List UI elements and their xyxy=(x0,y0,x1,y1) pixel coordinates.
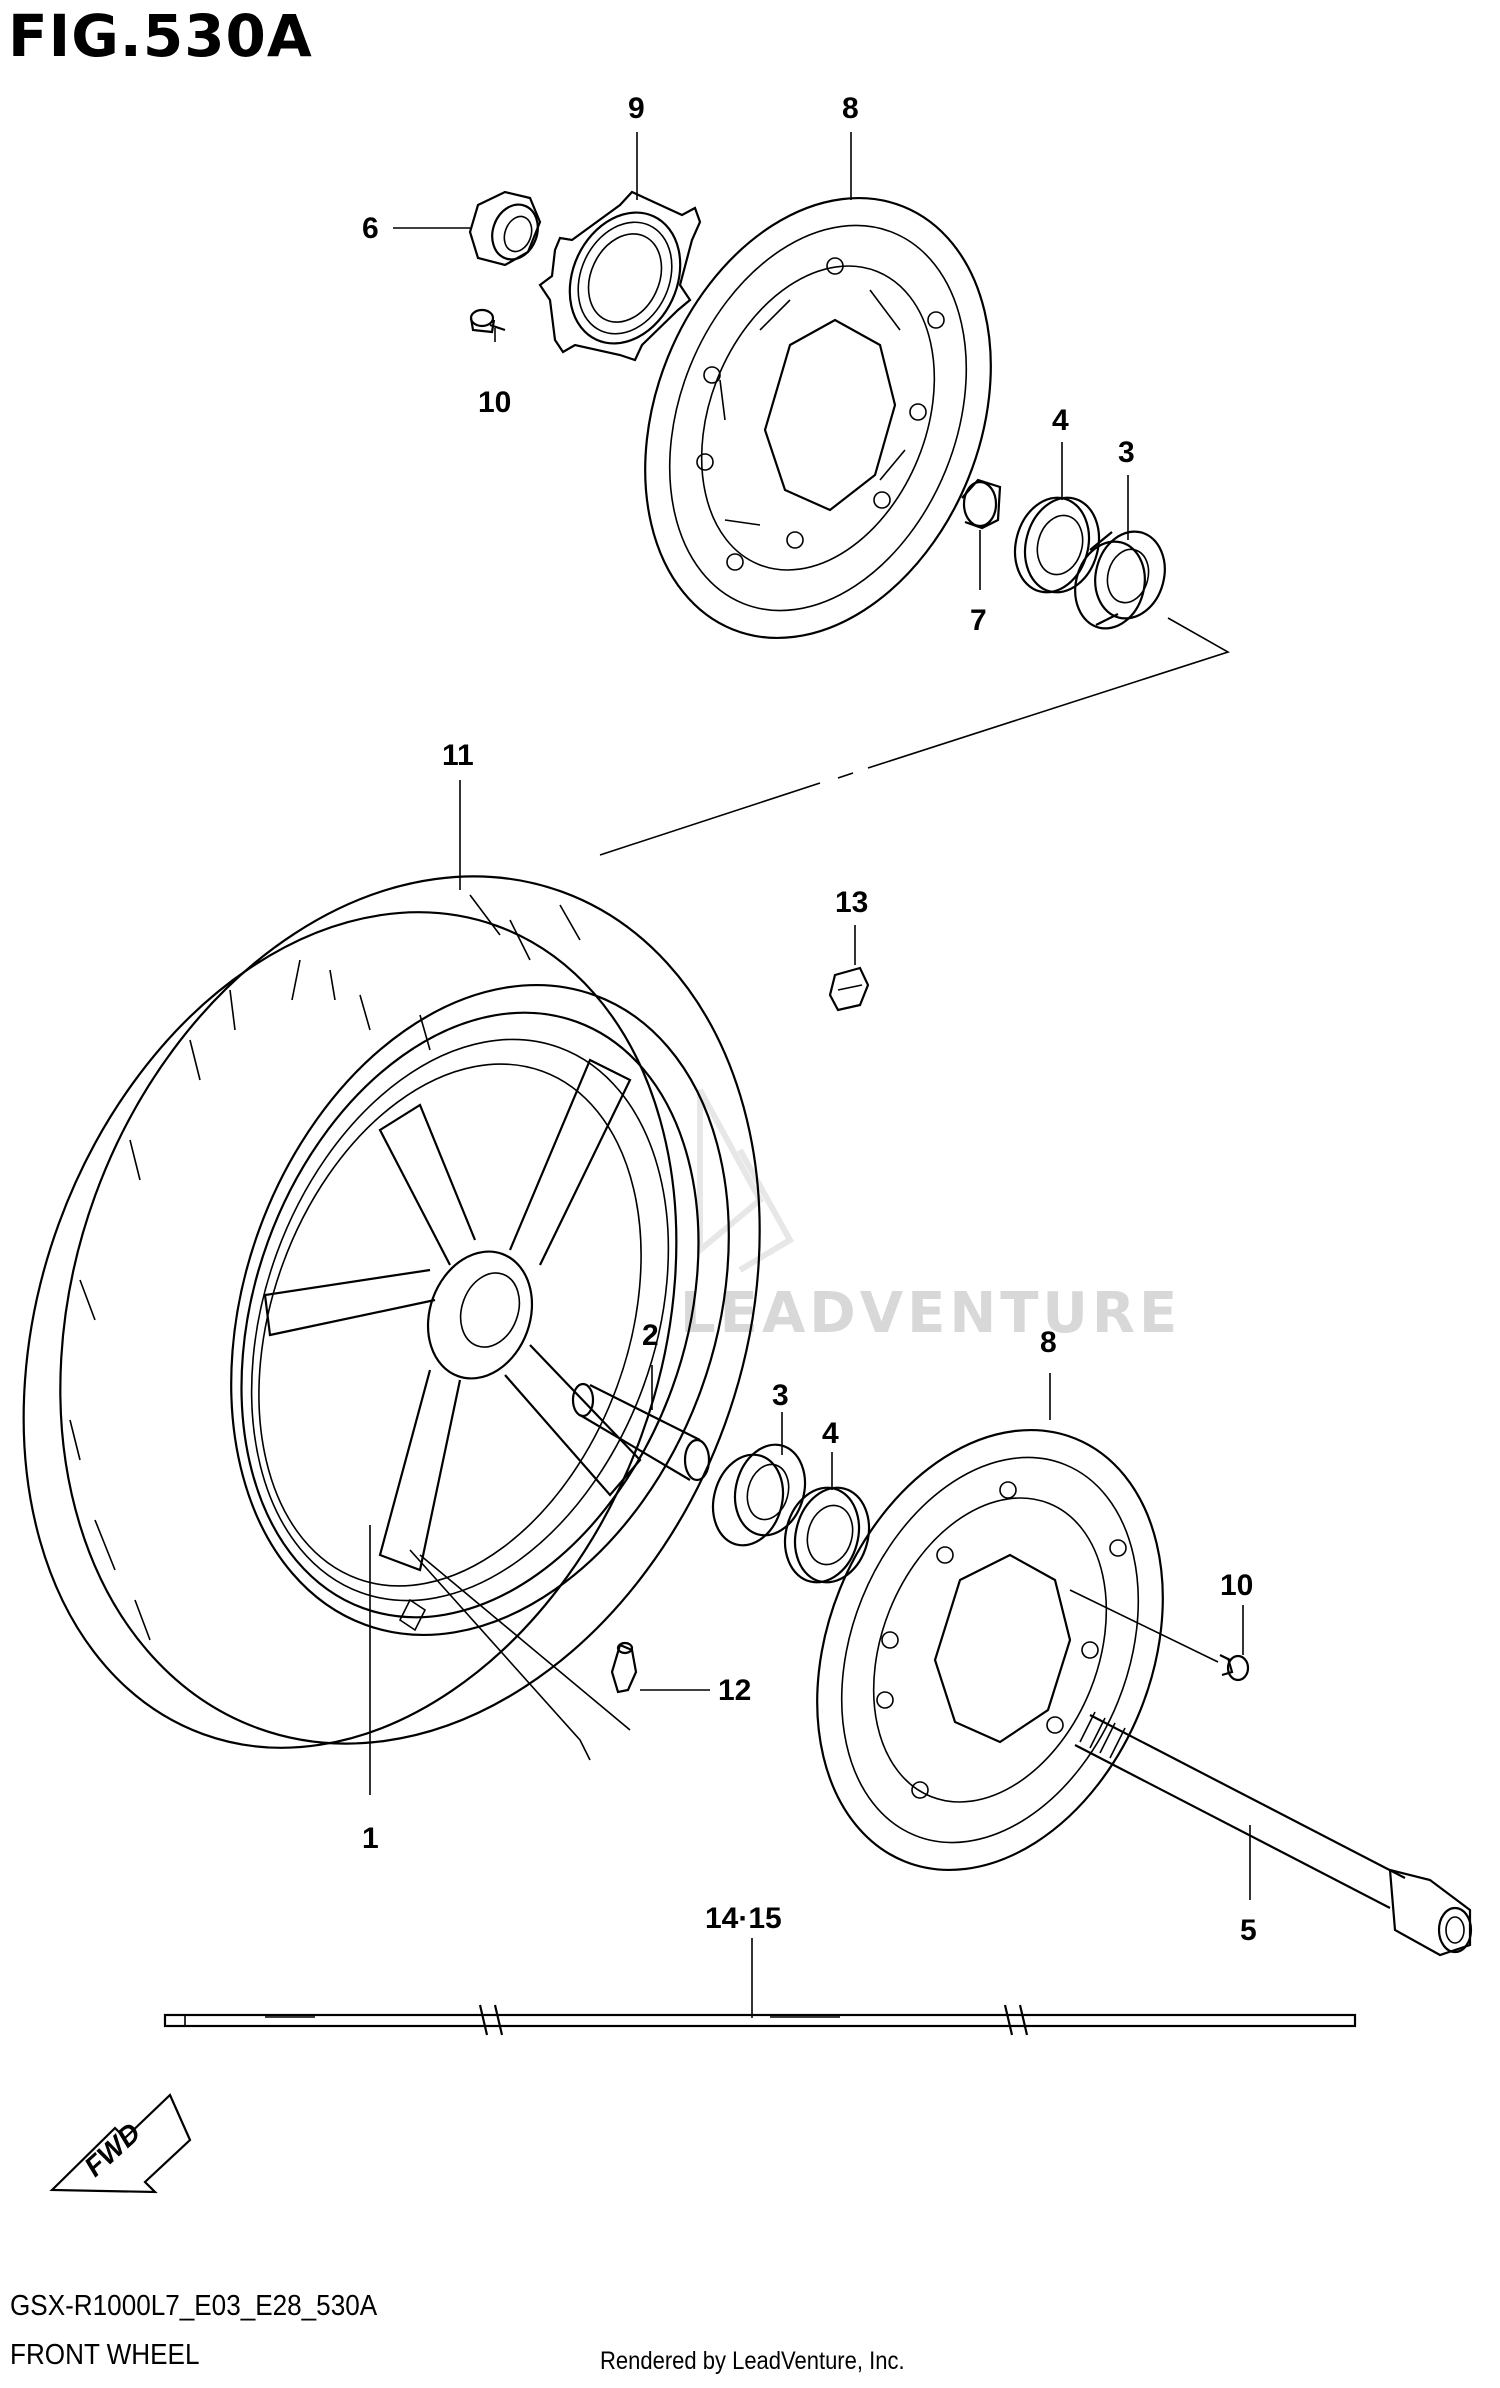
callout-4-lower: 4 xyxy=(822,1417,839,1450)
watermark-text: LEADVENTURE xyxy=(680,1281,1181,1346)
part-13-balance-weight xyxy=(828,966,870,1012)
part-6-collar xyxy=(468,190,542,267)
callout-10-lower: 10 xyxy=(1220,1569,1253,1602)
part-2-spacer xyxy=(571,1382,711,1482)
fwd-arrow-icon: FWD xyxy=(49,2093,192,2194)
callout-5: 5 xyxy=(1240,1914,1257,1947)
part-1-rim xyxy=(230,984,730,1636)
callout-11: 11 xyxy=(442,739,474,772)
part-14-15-band xyxy=(163,2004,1357,2036)
callout-8-lower: 8 xyxy=(1040,1326,1057,1359)
part-11-tire xyxy=(22,875,761,1749)
callout-2: 2 xyxy=(642,1319,659,1352)
part-4-seal-lower xyxy=(783,1486,871,1584)
part-5-axle xyxy=(1074,1711,1473,1957)
callout-6: 6 xyxy=(362,212,379,245)
watermark-logo xyxy=(697,1088,795,1273)
callout-7: 7 xyxy=(970,604,987,637)
part-12-valve xyxy=(610,1641,638,1694)
part-9-sensor-ring xyxy=(538,190,702,362)
leader-lines xyxy=(369,132,1251,2018)
callout-3-upper: 3 xyxy=(1118,436,1135,469)
callout-1: 1 xyxy=(362,1822,379,1855)
part-3-bearing-upper xyxy=(1074,530,1166,630)
part-10-bolt-lower xyxy=(1219,1654,1250,1682)
callout-10-upper: 10 xyxy=(478,386,511,419)
callout-12: 12 xyxy=(718,1674,751,1707)
callout-3-lower: 3 xyxy=(772,1379,789,1412)
upper-assembly-leader xyxy=(599,617,1230,856)
callout-9: 9 xyxy=(628,92,645,125)
render-credit: Rendered by LeadVenture, Inc. xyxy=(600,2347,905,2375)
part-7-spacer xyxy=(961,478,1002,530)
part-3-bearing-lower xyxy=(711,1443,807,1547)
callout-4-upper: 4 xyxy=(1052,404,1069,437)
figure-title: FIG.530A xyxy=(8,2,313,70)
part-10-bolt-upper xyxy=(469,308,506,334)
model-code: GSX-R1000L7_E03_E28_530A xyxy=(10,2290,378,2322)
callout-8-upper: 8 xyxy=(842,92,859,125)
part-4-seal-upper xyxy=(1013,496,1101,594)
part-8-brake-disc-upper xyxy=(644,196,992,640)
callout-13: 13 xyxy=(835,886,868,919)
part-8-brake-disc-lower xyxy=(816,1428,1164,1872)
callout-14-15: 14·15 xyxy=(705,1902,782,1935)
figure-name: FRONT WHEEL xyxy=(10,2339,200,2371)
